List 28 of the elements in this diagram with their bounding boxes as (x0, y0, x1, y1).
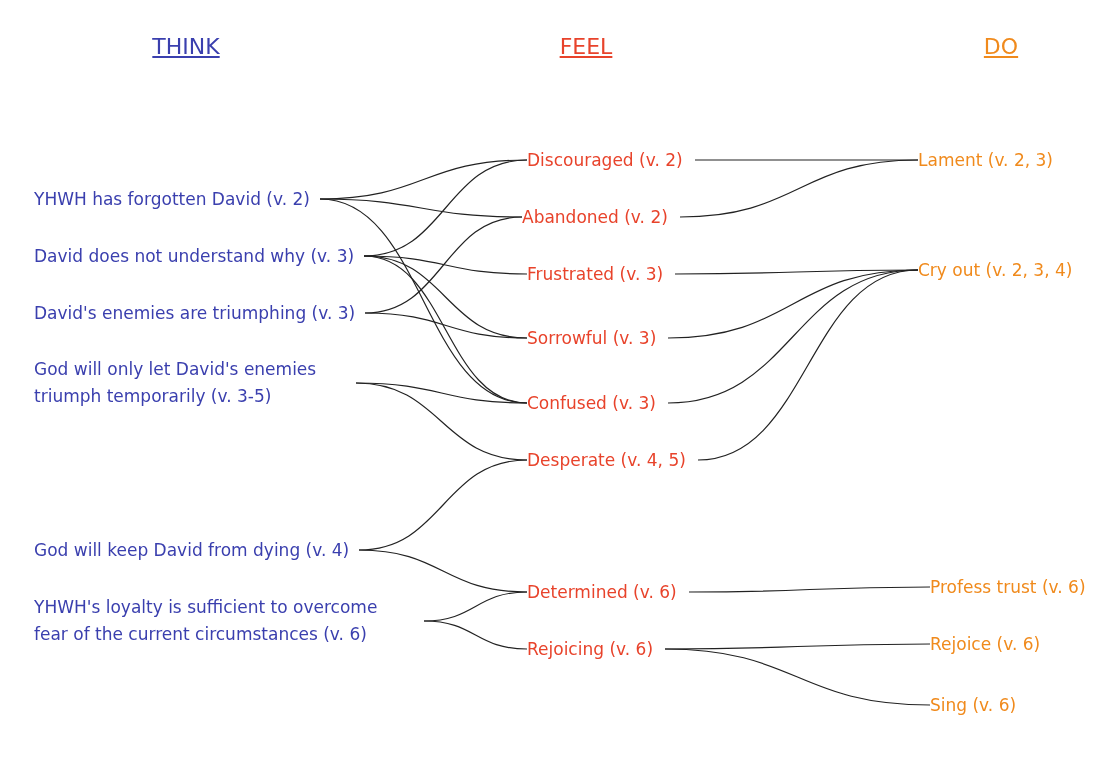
connector-line (679, 159, 919, 218)
node-text: Sorrowful (v. 3) (527, 324, 669, 352)
column-heading: FEEL (559, 34, 613, 59)
node-text: Rejoicing (v. 6) (527, 635, 666, 663)
node-text: Desperate (v. 4, 5) (527, 446, 698, 474)
column-heading: DO (983, 34, 1019, 59)
connector-line (423, 620, 528, 650)
node-text: Discouraged (v. 2) (527, 146, 695, 174)
node-text: God will keep David from dying (v. 4) (34, 536, 360, 564)
column-heading: THINK (152, 34, 220, 59)
connector-line (664, 648, 931, 706)
node-text: Abandoned (v. 2) (522, 203, 680, 231)
node-text: God will only let David's enemies triumph temporarily (v. 3-5) (34, 356, 356, 410)
node-text: Determined (v. 6) (527, 578, 689, 606)
connector-line (364, 312, 528, 339)
node-text: Cry out (v. 2, 3, 4) (918, 256, 1073, 284)
node-text: Profess trust (v. 6) (930, 573, 1086, 601)
node-text: Sing (v. 6) (930, 691, 1017, 719)
node-text: David does not understand why (v. 3) (34, 242, 365, 270)
connector-line (697, 269, 919, 461)
node-text: YHWH has forgotten David (v. 2) (34, 185, 320, 213)
node-text: Confused (v. 3) (527, 389, 668, 417)
node-text: Lament (v. 2, 3) (918, 146, 1053, 174)
node-text: David's enemies are triumphing (v. 3) (34, 299, 366, 327)
node-text: Frustrated (v. 3) (527, 260, 676, 288)
node-text: YHWH's loyalty is sufficient to overcome fear of the current circumstances (v. 6) (34, 594, 424, 648)
connector-line (688, 586, 931, 593)
node-text: Rejoice (v. 6) (930, 630, 1041, 658)
